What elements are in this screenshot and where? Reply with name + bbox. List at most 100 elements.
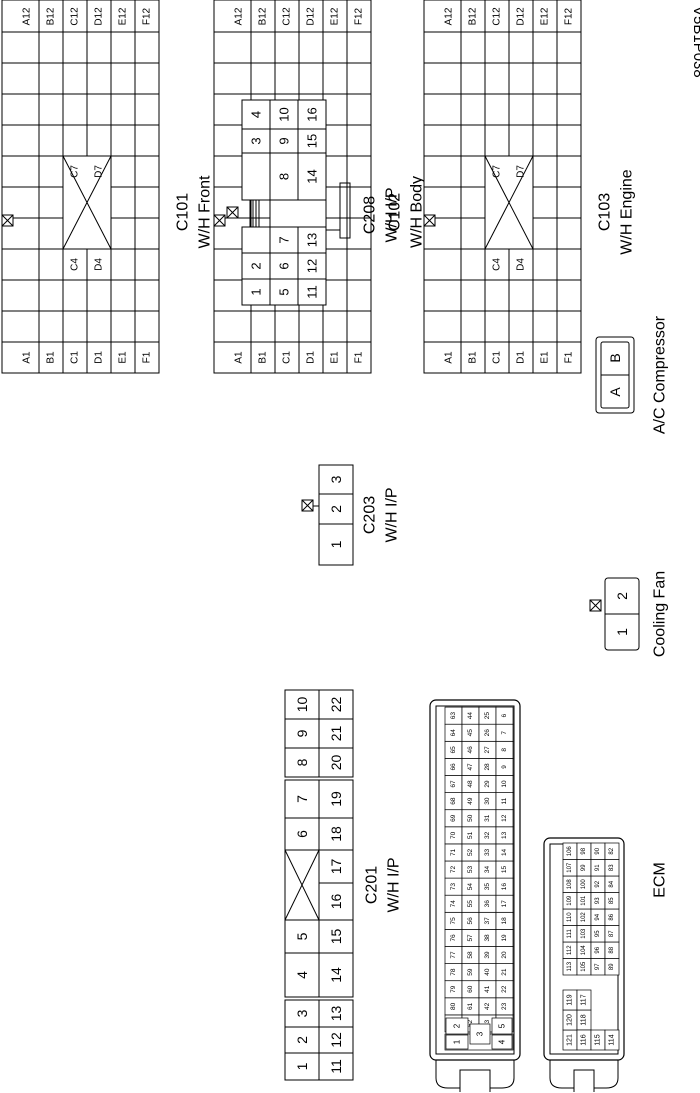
pin-cell (269, 152, 299, 201)
connector-id: C102 (387, 193, 404, 231)
pin-label: 11 (501, 797, 508, 804)
pin-label: 5 (277, 288, 292, 295)
pin-label: 2 (294, 1036, 310, 1044)
pin-label: B1 (468, 351, 479, 364)
pin-label: 76 (450, 934, 457, 942)
pin-label: 63 (450, 712, 457, 720)
connector-id: C208 (362, 196, 379, 234)
pin-label: 3 (249, 137, 264, 144)
pin-cell (318, 999, 354, 1028)
pin-label: 82 (609, 847, 615, 854)
pin-label: 13 (501, 831, 508, 839)
pin-cell (491, 1034, 513, 1050)
connector-id: C103 (597, 193, 614, 231)
pin-label: 37 (484, 917, 491, 925)
pin-cell (284, 817, 320, 851)
pin-label: 83 (609, 864, 615, 871)
pin-label: 64 (450, 729, 457, 737)
pin-label: 114 (609, 1034, 616, 1045)
pin-label: 75 (450, 917, 457, 925)
pin-label: 116 (581, 1034, 588, 1045)
pin-label: D12 (94, 7, 105, 26)
pin-label: 70 (450, 831, 457, 839)
pin-label: 21 (328, 726, 344, 742)
pin-label: E12 (540, 7, 551, 25)
pin-label: 1 (328, 540, 344, 548)
pin-label: 52 (467, 848, 474, 856)
pin-label: 15 (501, 866, 508, 874)
pin-label: 28 (484, 763, 491, 771)
latch-icon (301, 499, 314, 512)
pin-label: C1 (70, 351, 81, 364)
pin-label: E1 (330, 351, 341, 364)
pin-cell (495, 706, 514, 725)
pin-label: 9 (277, 137, 292, 144)
pin-label: D12 (516, 7, 527, 26)
pin-label: 1 (294, 1062, 310, 1070)
pin-label: 74 (450, 900, 457, 908)
pin-label: 40 (484, 968, 491, 976)
pin-label: 15 (305, 134, 320, 148)
pin-label: 71 (450, 848, 457, 856)
pin-label: 56 (467, 917, 474, 925)
pin-label: 100 (581, 879, 587, 890)
pin-cell (297, 226, 327, 254)
pin-label: B12 (258, 7, 269, 25)
pin-label: 1 (249, 288, 264, 295)
pin-label: 106 (567, 846, 573, 857)
pin-label: 119 (567, 994, 574, 1005)
pin-label: 46 (467, 746, 474, 754)
pin-label: 41 (484, 985, 491, 993)
pin-cell (318, 952, 354, 998)
pin-label: 99 (581, 864, 587, 871)
pin-label: 77 (450, 951, 457, 959)
pin-cell (297, 252, 327, 280)
pin-cell (604, 1029, 620, 1051)
pin-label: 104 (581, 945, 587, 956)
pin-cell (284, 689, 320, 720)
pin-label: 51 (467, 831, 474, 839)
pin-cell (445, 1034, 469, 1050)
pin-label: F1 (354, 351, 365, 363)
pin-label: B12 (46, 7, 57, 25)
pin-label: 92 (595, 880, 601, 887)
latch-icon (226, 206, 239, 219)
pin-label: 38 (484, 934, 491, 942)
pin-label: 18 (328, 826, 344, 842)
pin-label: 8 (277, 173, 292, 180)
pin-cell (241, 278, 271, 306)
pin-label: D1 (516, 351, 527, 364)
pin-label: C12 (282, 7, 293, 26)
pin-label: 31 (484, 814, 491, 822)
pin-cell (318, 464, 354, 495)
pin-label: 66 (450, 763, 457, 771)
pin-label: 13 (328, 1006, 344, 1022)
pin-label: 84 (609, 880, 615, 887)
pin-cell (241, 99, 271, 130)
pin-cell (284, 1052, 320, 1081)
pin-label: 86 (609, 913, 615, 920)
pin-label: C1 (492, 351, 503, 364)
pin-label: 79 (450, 985, 457, 993)
pin-label: A (607, 387, 623, 397)
pin-label: 80 (450, 1002, 457, 1010)
mount-bracket (549, 1060, 619, 1089)
connector-harness: W/H I/P (384, 187, 401, 242)
pin-label: D1 (306, 351, 317, 364)
pin-label: 112 (567, 945, 573, 955)
pin-label: D1 (94, 351, 105, 364)
pin-label: C12 (70, 7, 81, 26)
pin-label: 8 (294, 758, 310, 766)
pin-label: 97 (595, 963, 601, 970)
pin-label: 11 (305, 285, 320, 299)
pin-label: 85 (609, 897, 615, 904)
pin-label: 12 (328, 1032, 344, 1048)
pin-label: 107 (567, 862, 573, 873)
pin-label: 14 (501, 848, 508, 856)
device-name: Cooling Fan (652, 571, 669, 657)
pin-cell (604, 842, 620, 860)
pin-label: 87 (609, 930, 615, 937)
pin-label: 35 (484, 883, 491, 891)
